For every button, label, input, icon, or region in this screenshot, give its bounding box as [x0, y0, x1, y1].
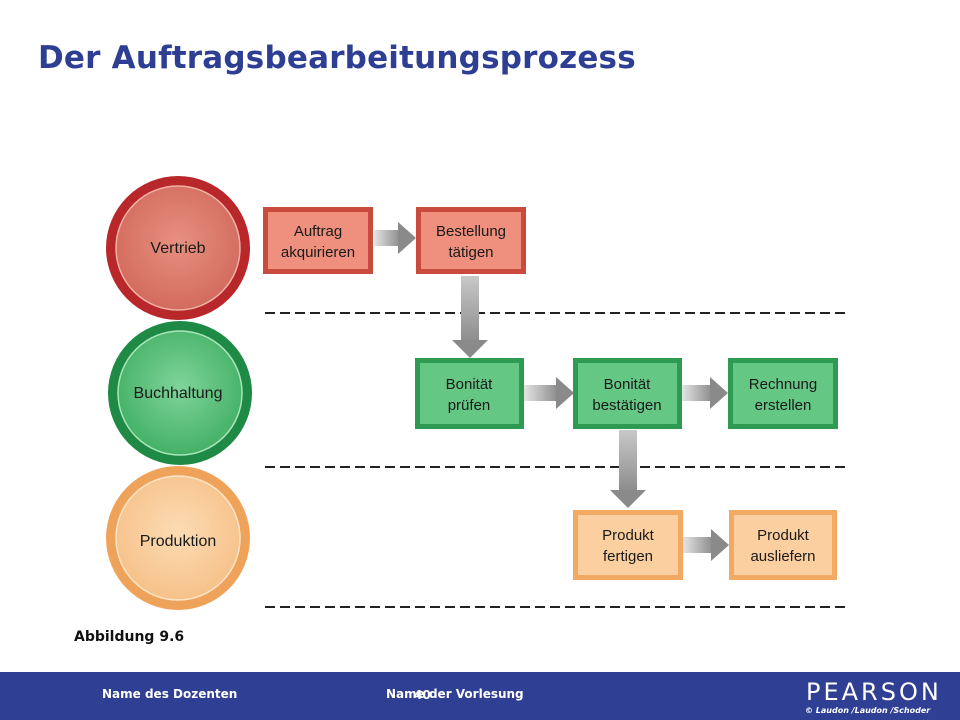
lane-vertrieb: Vertrieb — [106, 176, 250, 320]
step-label: ausliefern — [750, 548, 815, 565]
lane-buchhaltung: Buchhaltung — [108, 321, 252, 465]
lecturer-name: Name des Dozenten — [102, 687, 238, 701]
step-label: Rechnung — [749, 376, 817, 393]
page-number: 40 — [414, 688, 431, 702]
step-label: Bonität — [604, 376, 652, 393]
step-label: Produkt — [602, 527, 655, 544]
lane-produktion: Produktion — [106, 466, 250, 610]
lane-label-produktion: Produktion — [140, 533, 217, 550]
step-bonitaet-bestaetigen: Bonität bestätigen — [573, 358, 682, 429]
step-bonitaet-pruefen: Bonität prüfen — [415, 358, 524, 429]
course-name: Name der Vorlesung — [386, 687, 524, 701]
publisher-logo: PEARSON — [806, 678, 942, 706]
step-label: akquirieren — [281, 244, 355, 261]
step-label: Produkt — [757, 527, 810, 544]
step-rechnung-erstellen: Rechnung erstellen — [728, 358, 838, 429]
step-auftrag-akquirieren: Auftrag akquirieren — [263, 207, 373, 274]
copyright-notice: © Laudon /Laudon /Schoder — [805, 706, 931, 715]
arrow-down — [610, 430, 646, 508]
step-produkt-fertigen: Produkt fertigen — [573, 510, 683, 580]
step-label: prüfen — [448, 397, 491, 414]
footer-bar: Name des Dozenten Name der Vorlesung PEA… — [0, 672, 960, 720]
lane-label-vertrieb: Vertrieb — [150, 240, 205, 257]
arrow-right — [682, 377, 728, 409]
figure-caption: Abbildung 9.6 — [74, 629, 185, 645]
arrow-right — [683, 529, 729, 561]
step-label: Bonität — [446, 376, 494, 393]
step-produkt-ausliefern: Produkt ausliefern — [729, 510, 837, 580]
step-label: tätigen — [448, 244, 493, 261]
step-label: Bestellung — [436, 223, 506, 240]
slide-title: Der Auftragsbearbeitungsprozess — [38, 40, 636, 76]
step-label: Auftrag — [294, 223, 342, 240]
arrow-right — [374, 222, 416, 254]
arrow-down — [452, 276, 488, 358]
step-label: erstellen — [755, 397, 812, 414]
lane-label-buchhaltung: Buchhaltung — [134, 385, 223, 402]
step-label: fertigen — [603, 548, 653, 565]
step-bestellung-taetigen: Bestellung tätigen — [416, 207, 526, 274]
step-label: bestätigen — [592, 397, 661, 414]
arrow-right — [524, 377, 574, 409]
